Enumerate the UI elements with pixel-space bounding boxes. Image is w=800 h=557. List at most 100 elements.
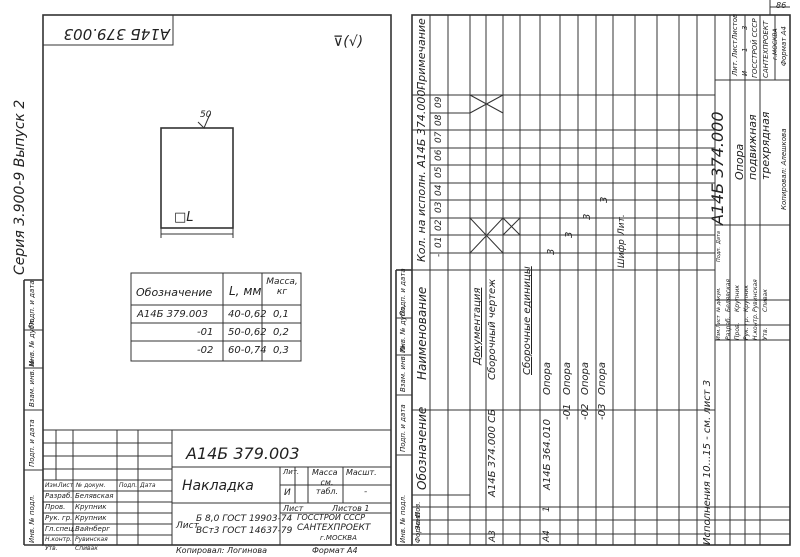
right-staff-header-sign: Подп. [716,246,722,262]
right-row-1-name: Документация [472,287,483,365]
left-material-2: ВСт3 ГОСТ 14637-79 [196,526,293,536]
right-row-2-code: А14Б 374.000 СБ [487,409,498,497]
right-row-6-qty: 3 [582,213,593,220]
left-org-3: г.МОСКВА [320,534,357,542]
surface-mark: 50 [200,110,212,120]
table-row-3-length: 60-0,74 [228,345,267,356]
right-row-5-qty: 3 [564,231,575,238]
left-scale-header: Масшт. [346,468,377,477]
left-mass-header: Масса [312,468,338,477]
right-staff-header-doc: № докум. [716,287,722,312]
right-side-label-1: Инв. № подл. [399,494,407,543]
right-staff-name-3: Крупник [743,285,750,312]
left-staff-role-1: Разраб. [45,492,73,500]
right-format: Формат А4 [780,26,788,66]
right-variant-5: 05 [434,166,444,178]
right-sheets-value: 3 [741,25,749,30]
right-variant-6: 06 [434,149,444,161]
right-staff-header-change: Изм. [716,328,722,340]
left-mass-value: см. табл. [315,478,339,496]
left-staff-role-3: Рук. гр. [45,514,73,522]
left-lit-value: И [284,488,291,498]
right-title-name-2: подвижная [746,114,759,180]
left-staff-header-date: Дата [140,482,156,489]
left-staff-name-5: Рувинская [75,536,108,543]
right-sheet-frame [411,14,791,546]
right-org-3: г.МОСКВА [772,28,779,60]
right-footer-lit: Лит. [617,214,627,235]
right-row-6-code: -02 [580,403,591,420]
left-sheet-frame [42,14,392,546]
left-staff-role-2: Пров. [45,503,66,511]
dimension-label: □L [174,210,194,225]
left-staff-role-5: Н.контр. [45,536,72,543]
right-title-name-1: Опора [733,143,746,180]
left-copied: Копировал: Логинова [176,546,267,555]
left-title-name: Накладка [182,478,254,494]
right-row-6-name: Опора [580,361,591,395]
left-material-1: Б 8,0 ГОСТ 19903-74 [196,514,293,524]
left-scale-value: - [364,487,368,497]
right-title-name-3: трехрядная [759,111,772,180]
left-staff-header-sheet: Лист [58,482,74,489]
right-staff-name-5: Спивак [762,289,769,312]
right-col-name: Наименование [415,286,429,380]
table-row-1-length: 40-0,62 [228,309,267,320]
right-variant-3: 03 [434,201,444,213]
left-side-label-3: Взам. инв. № [28,359,36,407]
table-row-3-code: -02 [197,345,214,356]
left-material-prefix: Лист [176,521,199,531]
right-staff-role-1: Разраб. [725,316,732,340]
left-staff-role-6: Утв. [45,545,58,552]
right-page-number: 86 [776,1,787,10]
right-row-4-qty: 3 [546,248,557,255]
right-staff-name-4: Рувинская [752,279,759,312]
left-org-1: ГОССТРОЙ СССР [297,513,366,522]
left-staff-name-2: Крупник [75,503,107,511]
right-sheets: Листов [731,13,739,40]
right-variant-7: 07 [434,131,444,143]
table-row-2-code: -01 [197,327,214,338]
right-staff-role-3: Рук. гр. [743,316,750,340]
left-sheet-label: Лист [283,504,304,513]
part-outline [160,127,234,229]
right-org-1: ГОССТРОЙ СССР [751,18,759,78]
left-staff-name-3: Крупник [75,514,107,522]
left-staff-name-4: Вайнберг [75,525,110,533]
right-row-5-name: Опора [562,361,573,395]
right-variant-0: - [434,253,444,257]
right-lit: Лит. [731,59,739,76]
right-row-2-name: Сборочный чертеж [487,278,498,380]
right-copied: Копировал: Алешкова [780,128,788,210]
left-staff-header-doc: № докум. [76,482,106,489]
left-staff-header-change: Изм. [45,482,60,489]
right-col-pos: Поз. [414,501,422,518]
series-label: Серия 3.900-9 Выпуск 2 [12,99,28,275]
right-col-note: Примечание [415,18,428,90]
right-col-designation: Обозначение [415,406,429,490]
right-side-label-5: Подп. и дата [399,268,407,316]
left-sheets-label: Листов 1 [332,504,370,513]
left-format: Формат А4 [312,546,358,555]
right-variant-1: 01 [434,236,444,248]
left-side-label-5: Подп. и дата [28,280,36,328]
right-staff-role-5: Утв. [762,327,769,340]
right-row-4-name: Опора [542,361,553,395]
right-staff-header-date: Дата [716,231,722,244]
left-staff-role-4: Гл.спец. [45,525,76,533]
right-variant-2: 02 [434,219,444,231]
right-row-7-qty: 3 [599,196,610,203]
right-variant-note: Исполнения 10...15 - см. лист 3 [702,379,713,545]
table-row-3-mass: 0,3 [273,345,289,356]
right-staff-role-2: Пров. [734,322,741,340]
right-row-7-name: Опора [597,361,608,395]
right-staff-header-sheet: Лист [716,315,722,328]
table-row-2-mass: 0,2 [273,327,289,338]
right-variant-8: 08 [434,114,444,126]
right-staff-role-4: Н.контр. [752,313,759,340]
left-side-label-1: Инв. № подл. [28,494,36,543]
right-row-3-name: Сборочные единицы [522,266,533,375]
left-stamp-code: А14Б 379.003 [63,25,170,43]
table-row-1-mass: 0,1 [273,309,289,320]
